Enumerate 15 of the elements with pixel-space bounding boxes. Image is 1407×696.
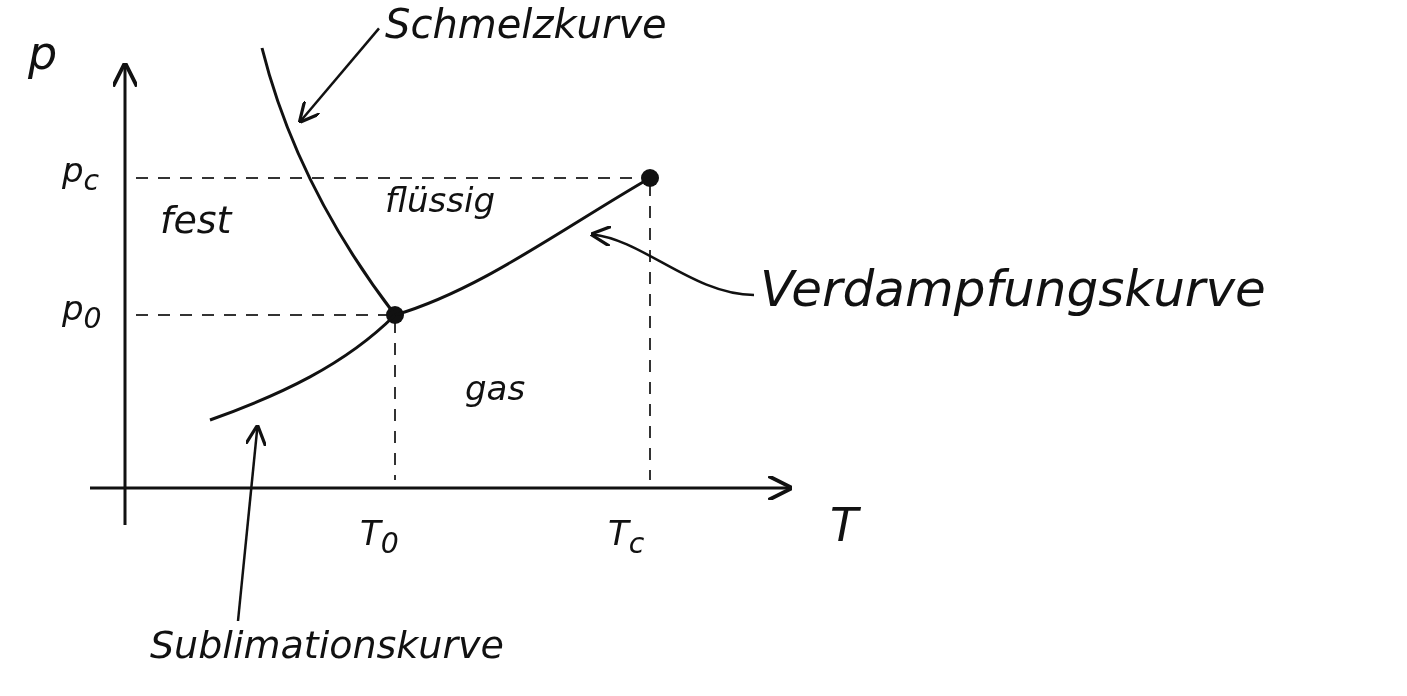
tick-label: p$_{0}$ — [62, 290, 102, 334]
curve-label: Sublimationskurve — [150, 625, 504, 667]
tick-label: p$_{c}$ — [62, 152, 100, 196]
curve-label: Schmelzkurve — [385, 2, 667, 46]
tick-label: T$_{0}$ — [360, 515, 399, 559]
tick-label: T$_{c}$ — [608, 515, 645, 559]
axis-label: T — [830, 500, 859, 551]
axis-label: p — [28, 28, 58, 79]
region-label: gas — [465, 370, 526, 408]
region-label: fest — [160, 200, 232, 242]
region-label: flüssig — [385, 182, 495, 220]
leader-arrow — [297, 27, 380, 125]
curve-label: Verdampfungskurve — [760, 262, 1266, 317]
leader-arrow — [236, 423, 268, 622]
leader-arrow — [589, 226, 755, 297]
